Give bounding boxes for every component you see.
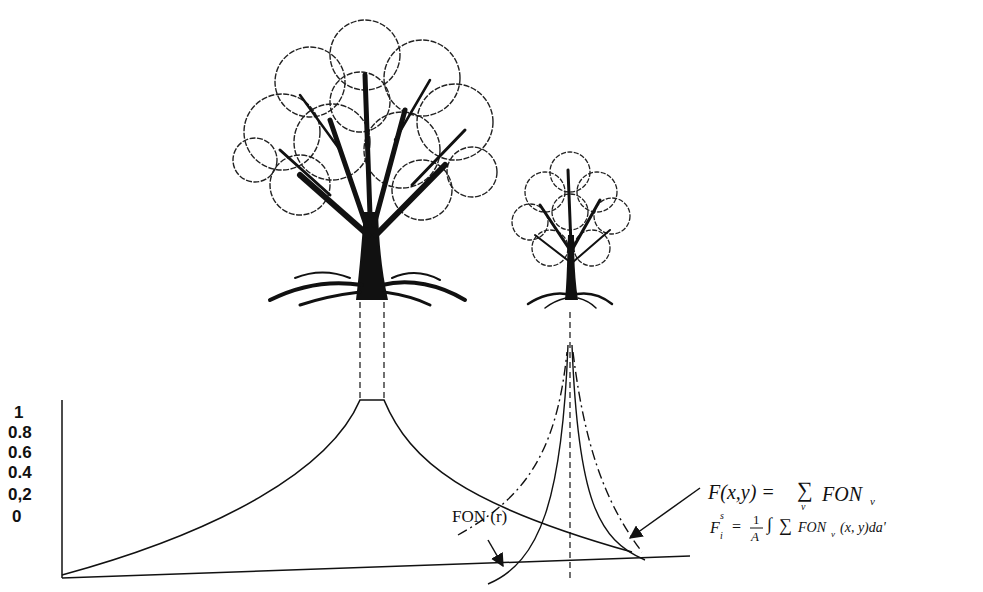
- axis-tick-label: 0,2: [8, 486, 32, 503]
- formula-symbol: =: [732, 519, 741, 535]
- axis-tick-label: 0.4: [8, 464, 32, 481]
- axis-tick-label: 1: [14, 404, 23, 421]
- small-roots: [528, 293, 612, 308]
- formula-index: v: [831, 530, 835, 539]
- small-canopy: [512, 152, 630, 266]
- formula-symbol: ∫: [767, 515, 772, 533]
- axis-tick-label: 0: [12, 508, 21, 525]
- formula-text: 1: [753, 513, 760, 526]
- formula-text: FON: [822, 484, 862, 504]
- trunk-guides: [360, 302, 570, 580]
- formula-symbol: ∑: [779, 516, 792, 534]
- fon-curve-large: [62, 400, 632, 575]
- big-canopy: [233, 20, 497, 220]
- leader-arrow: [630, 488, 700, 538]
- big-roots: [270, 273, 465, 305]
- axis-tick-label: 0.8: [8, 424, 32, 441]
- formula-text: FON: [798, 521, 826, 535]
- formula-text: F: [710, 520, 720, 536]
- formula-index: v: [870, 496, 875, 507]
- small-trunk: [535, 170, 610, 300]
- formula-index: i: [720, 531, 723, 541]
- fraction-bar: [750, 528, 763, 529]
- curve-label: FON (r): [452, 508, 507, 525]
- formula-text: A: [751, 530, 759, 543]
- formula-text: F(x,y) =: [708, 482, 775, 502]
- formula-index: s: [720, 511, 724, 521]
- formula-symbol: ∑: [797, 479, 813, 501]
- big-trunk: [280, 75, 465, 300]
- axis-tick-label: 0.6: [8, 444, 32, 461]
- formula-text: (x, y)da': [840, 521, 886, 535]
- axes: [62, 400, 690, 578]
- formula-index: v: [801, 502, 805, 512]
- fon-curve-small: [488, 345, 645, 584]
- leader-arrow: [488, 540, 503, 566]
